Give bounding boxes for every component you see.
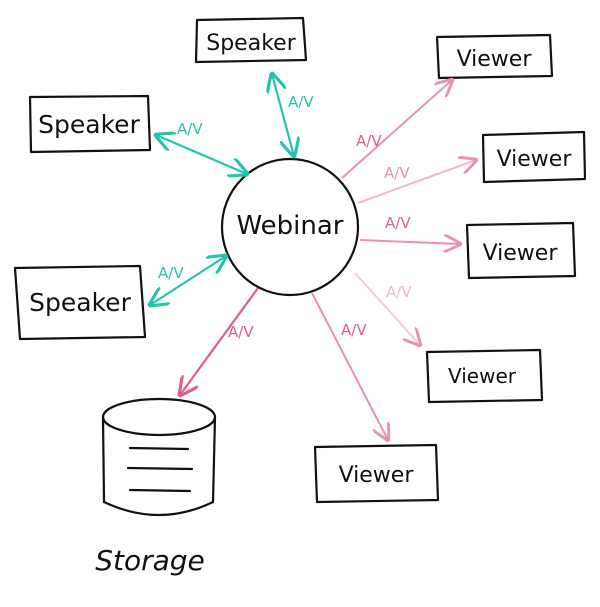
link-label: A/V [341, 321, 367, 339]
speaker-node-top: Speaker [194, 16, 308, 64]
webinar-label: Webinar [236, 211, 343, 241]
viewer-node-4: Viewer [425, 348, 544, 404]
link-viewer-2: A/V [357, 160, 476, 204]
link-label: A/V [228, 323, 254, 341]
viewer-node-3: Viewer [465, 221, 577, 280]
storage-node: Storage [95, 397, 217, 577]
viewer-label: Viewer [457, 47, 533, 72]
viewer-node-2: Viewer [481, 130, 587, 184]
viewer-node-5: Viewer [313, 443, 440, 504]
link-label: A/V [177, 120, 203, 138]
speaker-label: Speaker [206, 31, 296, 56]
viewer-label: Viewer [497, 147, 573, 172]
link-label: A/V [158, 264, 184, 282]
link-viewer-4: A/V [354, 272, 420, 345]
link-label: A/V [288, 93, 314, 111]
link-viewer-3: A/V [359, 214, 460, 244]
viewer-label: Viewer [448, 364, 517, 388]
link-speaker-top: A/V [272, 74, 314, 156]
speaker-label: Speaker [29, 288, 131, 317]
link-storage: A/V [180, 287, 259, 395]
speaker-node-left-top: Speaker [28, 94, 152, 154]
link-viewer-5: A/V [311, 292, 388, 440]
storage-label: Storage [95, 544, 205, 577]
database-icon [101, 397, 217, 516]
webinar-node: Webinar [220, 157, 360, 297]
link-label: A/V [356, 132, 382, 150]
link-speaker-left-bottom: A/V [150, 256, 226, 305]
speaker-label: Speaker [38, 110, 140, 139]
speaker-node-left-bottom: Speaker [13, 264, 147, 341]
viewer-label: Viewer [483, 241, 559, 266]
link-viewer-1: A/V [341, 80, 452, 179]
link-label: A/V [384, 164, 410, 182]
viewer-node-1: Viewer [435, 33, 554, 80]
link-label: A/V [385, 214, 411, 232]
viewer-label: Viewer [339, 463, 415, 488]
link-label: A/V [386, 283, 412, 301]
link-speaker-left-top: A/V [156, 120, 247, 174]
